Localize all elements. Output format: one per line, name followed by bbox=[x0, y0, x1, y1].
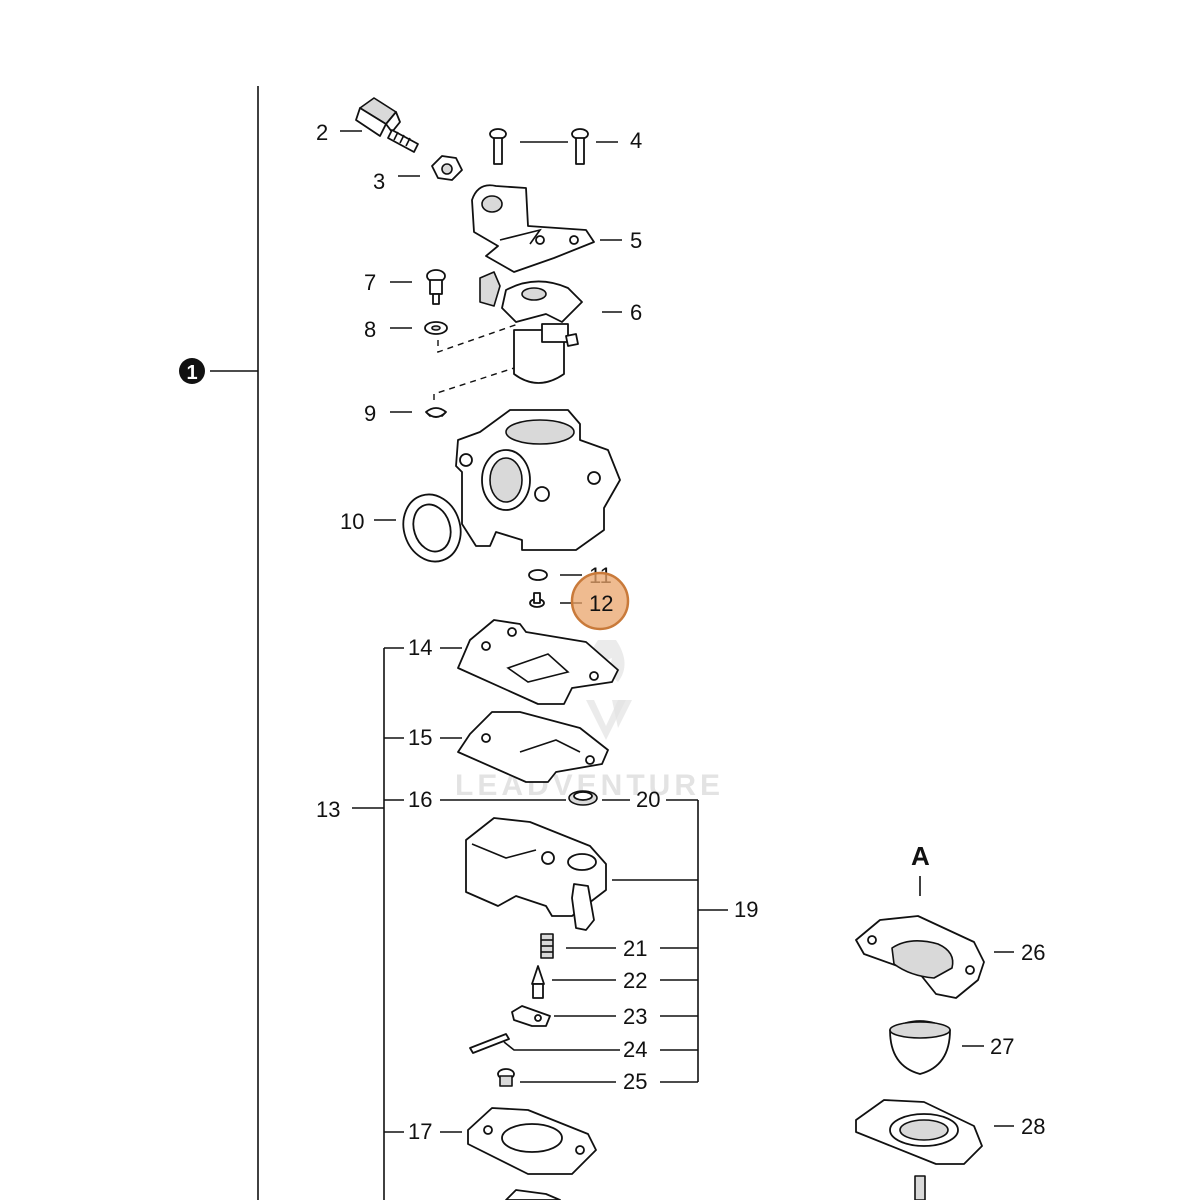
highlight-circle[interactable] bbox=[570, 571, 630, 631]
callout-27[interactable]: 27 bbox=[990, 1034, 1014, 1059]
part-26-cover[interactable] bbox=[855, 915, 985, 999]
part-12-jet[interactable] bbox=[529, 592, 545, 608]
part-24-pin[interactable] bbox=[469, 1033, 510, 1054]
callout-5[interactable]: 5 bbox=[630, 228, 642, 253]
stud-bottom bbox=[914, 1175, 926, 1200]
part-14-gasket[interactable] bbox=[457, 619, 619, 705]
part-6-throttle-body[interactable] bbox=[479, 271, 583, 384]
callout-17[interactable]: 17 bbox=[408, 1119, 432, 1144]
callout-14[interactable]: 14 bbox=[408, 635, 432, 660]
callout-6[interactable]: 6 bbox=[630, 300, 642, 325]
callout-15[interactable]: 15 bbox=[408, 725, 432, 750]
callout-3[interactable]: 3 bbox=[373, 169, 385, 194]
part-3-hex-nut[interactable] bbox=[431, 155, 463, 181]
part-9-clip[interactable] bbox=[425, 407, 447, 418]
callout-9[interactable]: 9 bbox=[364, 401, 376, 426]
callout-2[interactable]: 2 bbox=[316, 120, 328, 145]
part-7-screw[interactable] bbox=[426, 269, 446, 305]
part-27-primer-bulb[interactable] bbox=[889, 1020, 951, 1075]
callout-12[interactable]: 12 bbox=[589, 591, 613, 616]
assembly-marker-text: 1 bbox=[186, 362, 197, 384]
part-10-gasket[interactable] bbox=[395, 487, 469, 569]
part-19-pump-body[interactable] bbox=[465, 817, 607, 931]
part-11-o-ring[interactable] bbox=[528, 569, 548, 581]
part-2-adjust-screw[interactable] bbox=[355, 97, 419, 153]
callout-7[interactable]: 7 bbox=[364, 270, 376, 295]
part-25-screw[interactable] bbox=[497, 1068, 515, 1087]
callout-24[interactable]: 24 bbox=[623, 1037, 647, 1062]
callout-22[interactable]: 22 bbox=[623, 968, 647, 993]
watermark: LEADVENTURE bbox=[455, 640, 720, 802]
part-4-screws[interactable] bbox=[489, 128, 589, 165]
part-5-lever-plate[interactable] bbox=[471, 184, 595, 273]
callout-8[interactable]: 8 bbox=[364, 317, 376, 342]
callout-21[interactable]: 21 bbox=[623, 936, 647, 961]
callout-25[interactable]: 25 bbox=[623, 1069, 647, 1094]
assembly-marker-1[interactable]: 1 bbox=[179, 358, 205, 384]
section-marker-a: A bbox=[911, 841, 930, 871]
part-17-gasket[interactable] bbox=[467, 1107, 597, 1175]
part-8-washer[interactable] bbox=[424, 321, 448, 335]
part-22-needle[interactable] bbox=[531, 965, 545, 999]
callout-20[interactable]: 20 bbox=[636, 787, 660, 812]
callout-19[interactable]: 19 bbox=[734, 897, 758, 922]
part-23-lever[interactable] bbox=[511, 1005, 551, 1027]
callout-10[interactable]: 10 bbox=[340, 509, 364, 534]
part-15-diaphragm[interactable] bbox=[457, 711, 609, 783]
part-28-bulb-retainer[interactable] bbox=[855, 1099, 983, 1165]
part-20-screen[interactable] bbox=[568, 790, 598, 806]
callout-26[interactable]: 26 bbox=[1021, 940, 1045, 965]
callout-13[interactable]: 13 bbox=[316, 797, 340, 822]
callout-16[interactable]: 16 bbox=[408, 787, 432, 812]
carburetor-body[interactable] bbox=[455, 409, 621, 551]
callout-23[interactable]: 23 bbox=[623, 1004, 647, 1029]
part-21-spring[interactable] bbox=[540, 933, 554, 959]
callout-4[interactable]: 4 bbox=[630, 128, 642, 153]
callout-28[interactable]: 28 bbox=[1021, 1114, 1045, 1139]
